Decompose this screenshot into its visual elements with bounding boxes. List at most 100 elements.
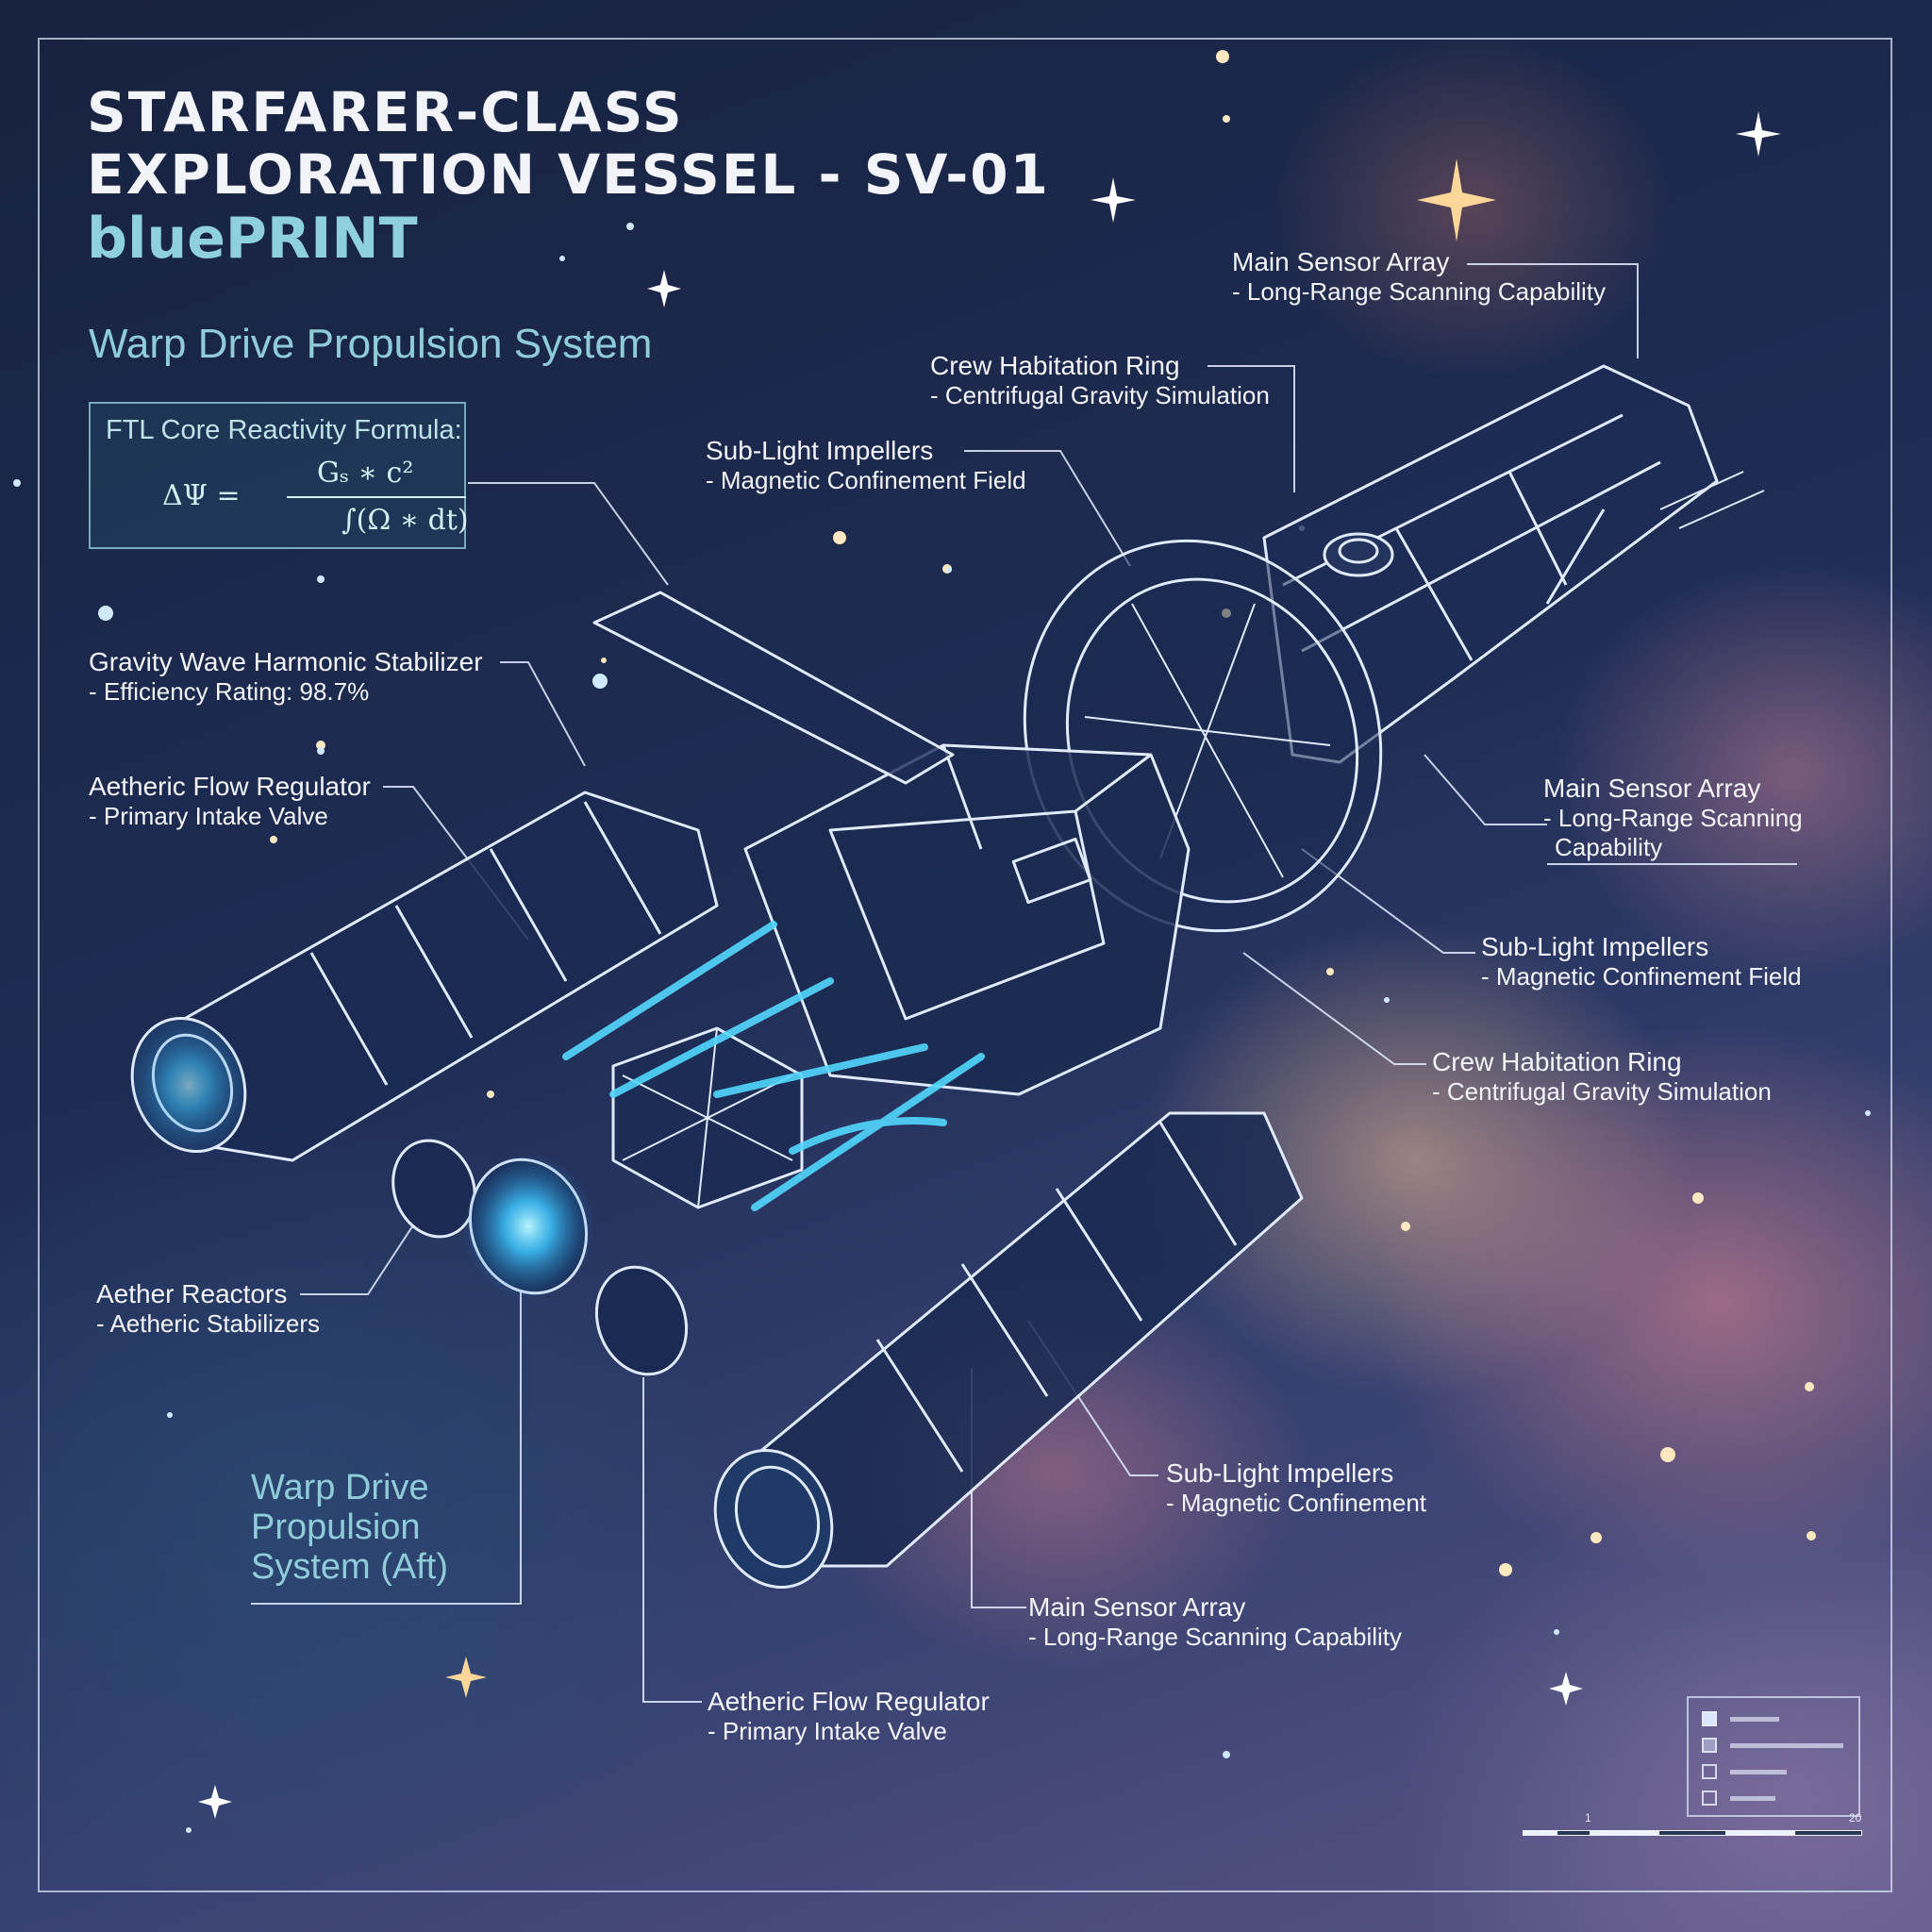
nozzle-glow [130, 1019, 247, 1151]
legend-line [1730, 1796, 1775, 1801]
aft-label-line-3: System (Aft) [251, 1547, 449, 1587]
callout-detail: - Primary Intake Valve [708, 1717, 947, 1745]
sparkle-star [445, 1657, 487, 1698]
title-line-2: EXPLORATION VESSEL - SV-01 [87, 142, 1050, 207]
callout-title: Main Sensor Array [1028, 1592, 1246, 1622]
legend-box [1687, 1696, 1860, 1817]
star [186, 1827, 192, 1833]
legend-line [1730, 1717, 1779, 1722]
callout-title: Aether Reactors [96, 1279, 288, 1308]
ship-outline [130, 364, 1765, 1590]
callout-title: Aetheric Flow Regulator [708, 1687, 990, 1716]
scale-segment [1591, 1830, 1658, 1836]
star [946, 567, 952, 573]
aft-label-line-1: Warp Drive [251, 1468, 429, 1507]
thruster-c [594, 1265, 689, 1376]
fraction-bar [287, 496, 466, 498]
callout-title: Main Sensor Array [1232, 247, 1450, 276]
antenna [1659, 471, 1765, 529]
star [317, 575, 325, 583]
leader-line [1242, 952, 1426, 1065]
callout-aether-reactors: Aether Reactors - Aetheric Stabilizers [96, 1279, 320, 1339]
star [1660, 1447, 1675, 1462]
lower-nacelle-nozzle-inner [734, 1465, 821, 1569]
callout-detail: - Aetheric Stabilizers [96, 1309, 320, 1338]
aft-label-line-2: Propulsion [251, 1507, 421, 1547]
hull-panel-lines [1282, 413, 1661, 661]
callout-crew-habitation-ring-top: Crew Habitation Ring - Centrifugal Gravi… [930, 351, 1270, 410]
reactor-cube-cross [622, 1027, 793, 1208]
dorsal-fin [592, 591, 955, 785]
scale-segment [1794, 1830, 1862, 1836]
callout-title: Crew Habitation Ring [930, 351, 1180, 380]
formula-denominator: ∫(Ω ∗ dt) [341, 504, 469, 537]
star [592, 674, 608, 689]
leader-line [1301, 848, 1475, 954]
callout-title: Crew Habitation Ring [1432, 1047, 1682, 1076]
sparkle-star [1736, 111, 1781, 157]
star [1591, 1532, 1602, 1543]
callout-title: Aetheric Flow Regulator [89, 772, 371, 801]
callout-detail: - Primary Intake Valve [89, 802, 328, 830]
callout-sub-light-impellers-top: Sub-Light Impellers - Magnetic Confineme… [706, 436, 1026, 495]
star [1401, 1222, 1410, 1231]
star [833, 531, 846, 544]
star [1554, 1629, 1559, 1635]
legend-line [1730, 1770, 1787, 1774]
star [1807, 1531, 1816, 1541]
upper-nacelle-rings [309, 801, 662, 1086]
callout-detail: - Centrifugal Gravity Simulation [1432, 1077, 1772, 1106]
callout-title: Sub-Light Impellers [1481, 932, 1709, 961]
callout-detail: - Long-Range Scanning Capability [1232, 277, 1607, 306]
callout-detail-continued: Capability [1555, 833, 1663, 861]
callout-crew-habitation-ring-right: Crew Habitation Ring - Centrifugal Gravi… [1432, 1047, 1772, 1107]
star [1805, 1382, 1814, 1391]
lower-nacelle-rings [875, 1122, 1238, 1473]
reactor-core-glow [462, 1153, 594, 1300]
sparkle-star [1549, 1672, 1583, 1706]
legend-swatch [1702, 1738, 1717, 1753]
fuselage-panels [828, 744, 1152, 1021]
star [1216, 50, 1229, 63]
leader-line [500, 661, 586, 767]
energy-conduit [609, 977, 834, 1098]
star [270, 836, 277, 843]
star [167, 1412, 173, 1418]
sparkle-star [198, 1785, 232, 1819]
formula-box: FTL Core Reactivity Formula: ΔΨ = Gₛ ∗ c… [89, 402, 469, 549]
callout-main-sensor-array-top: Main Sensor Array - Long-Range Scanning … [1232, 247, 1606, 307]
legend-row [1702, 1764, 1853, 1781]
callout-aetheric-flow-regulator-bottom: Aetheric Flow Regulator - Primary Intake… [708, 1687, 990, 1746]
subtitle: bluePRINT [87, 206, 418, 272]
thruster-a [391, 1139, 476, 1239]
star [13, 479, 21, 487]
callout-detail: - Long-Range Scanning Capability [1028, 1623, 1403, 1651]
callout-sub-light-impellers-right: Sub-Light Impellers - Magnetic Confineme… [1481, 932, 1802, 991]
legend-row [1702, 1790, 1853, 1807]
callout-detail: - Magnetic Confinement [1166, 1489, 1427, 1517]
callout-detail: - Efficiency Rating: 98.7% [89, 677, 370, 706]
legend-row [1702, 1711, 1853, 1728]
leader-line [642, 1377, 702, 1703]
scale-segment [1557, 1830, 1591, 1836]
star [1223, 1751, 1230, 1758]
scale-tick-label: 20 [1849, 1811, 1862, 1824]
formula-numerator: Gₛ ∗ c² [317, 457, 414, 490]
leader-line [964, 450, 1131, 567]
energy-conduit [713, 1043, 928, 1098]
scale-segment [1658, 1830, 1726, 1836]
leader-line [251, 1292, 522, 1605]
cockpit-window [1011, 837, 1092, 905]
callout-title: Sub-Light Impellers [1166, 1458, 1394, 1488]
callout-detail: - Magnetic Confinement Field [1481, 962, 1802, 991]
star [1223, 115, 1230, 123]
legend-swatch [1702, 1790, 1717, 1806]
scale-tick-label: 1 [1585, 1811, 1591, 1824]
star [601, 658, 607, 663]
aft-system-label: Warp Drive Propulsion System (Aft) [251, 1468, 448, 1587]
callout-detail: - Magnetic Confinement Field [706, 466, 1026, 494]
star [487, 1091, 494, 1098]
star [1326, 968, 1334, 975]
callout-detail: - Long-Range Scanning [1543, 804, 1803, 832]
